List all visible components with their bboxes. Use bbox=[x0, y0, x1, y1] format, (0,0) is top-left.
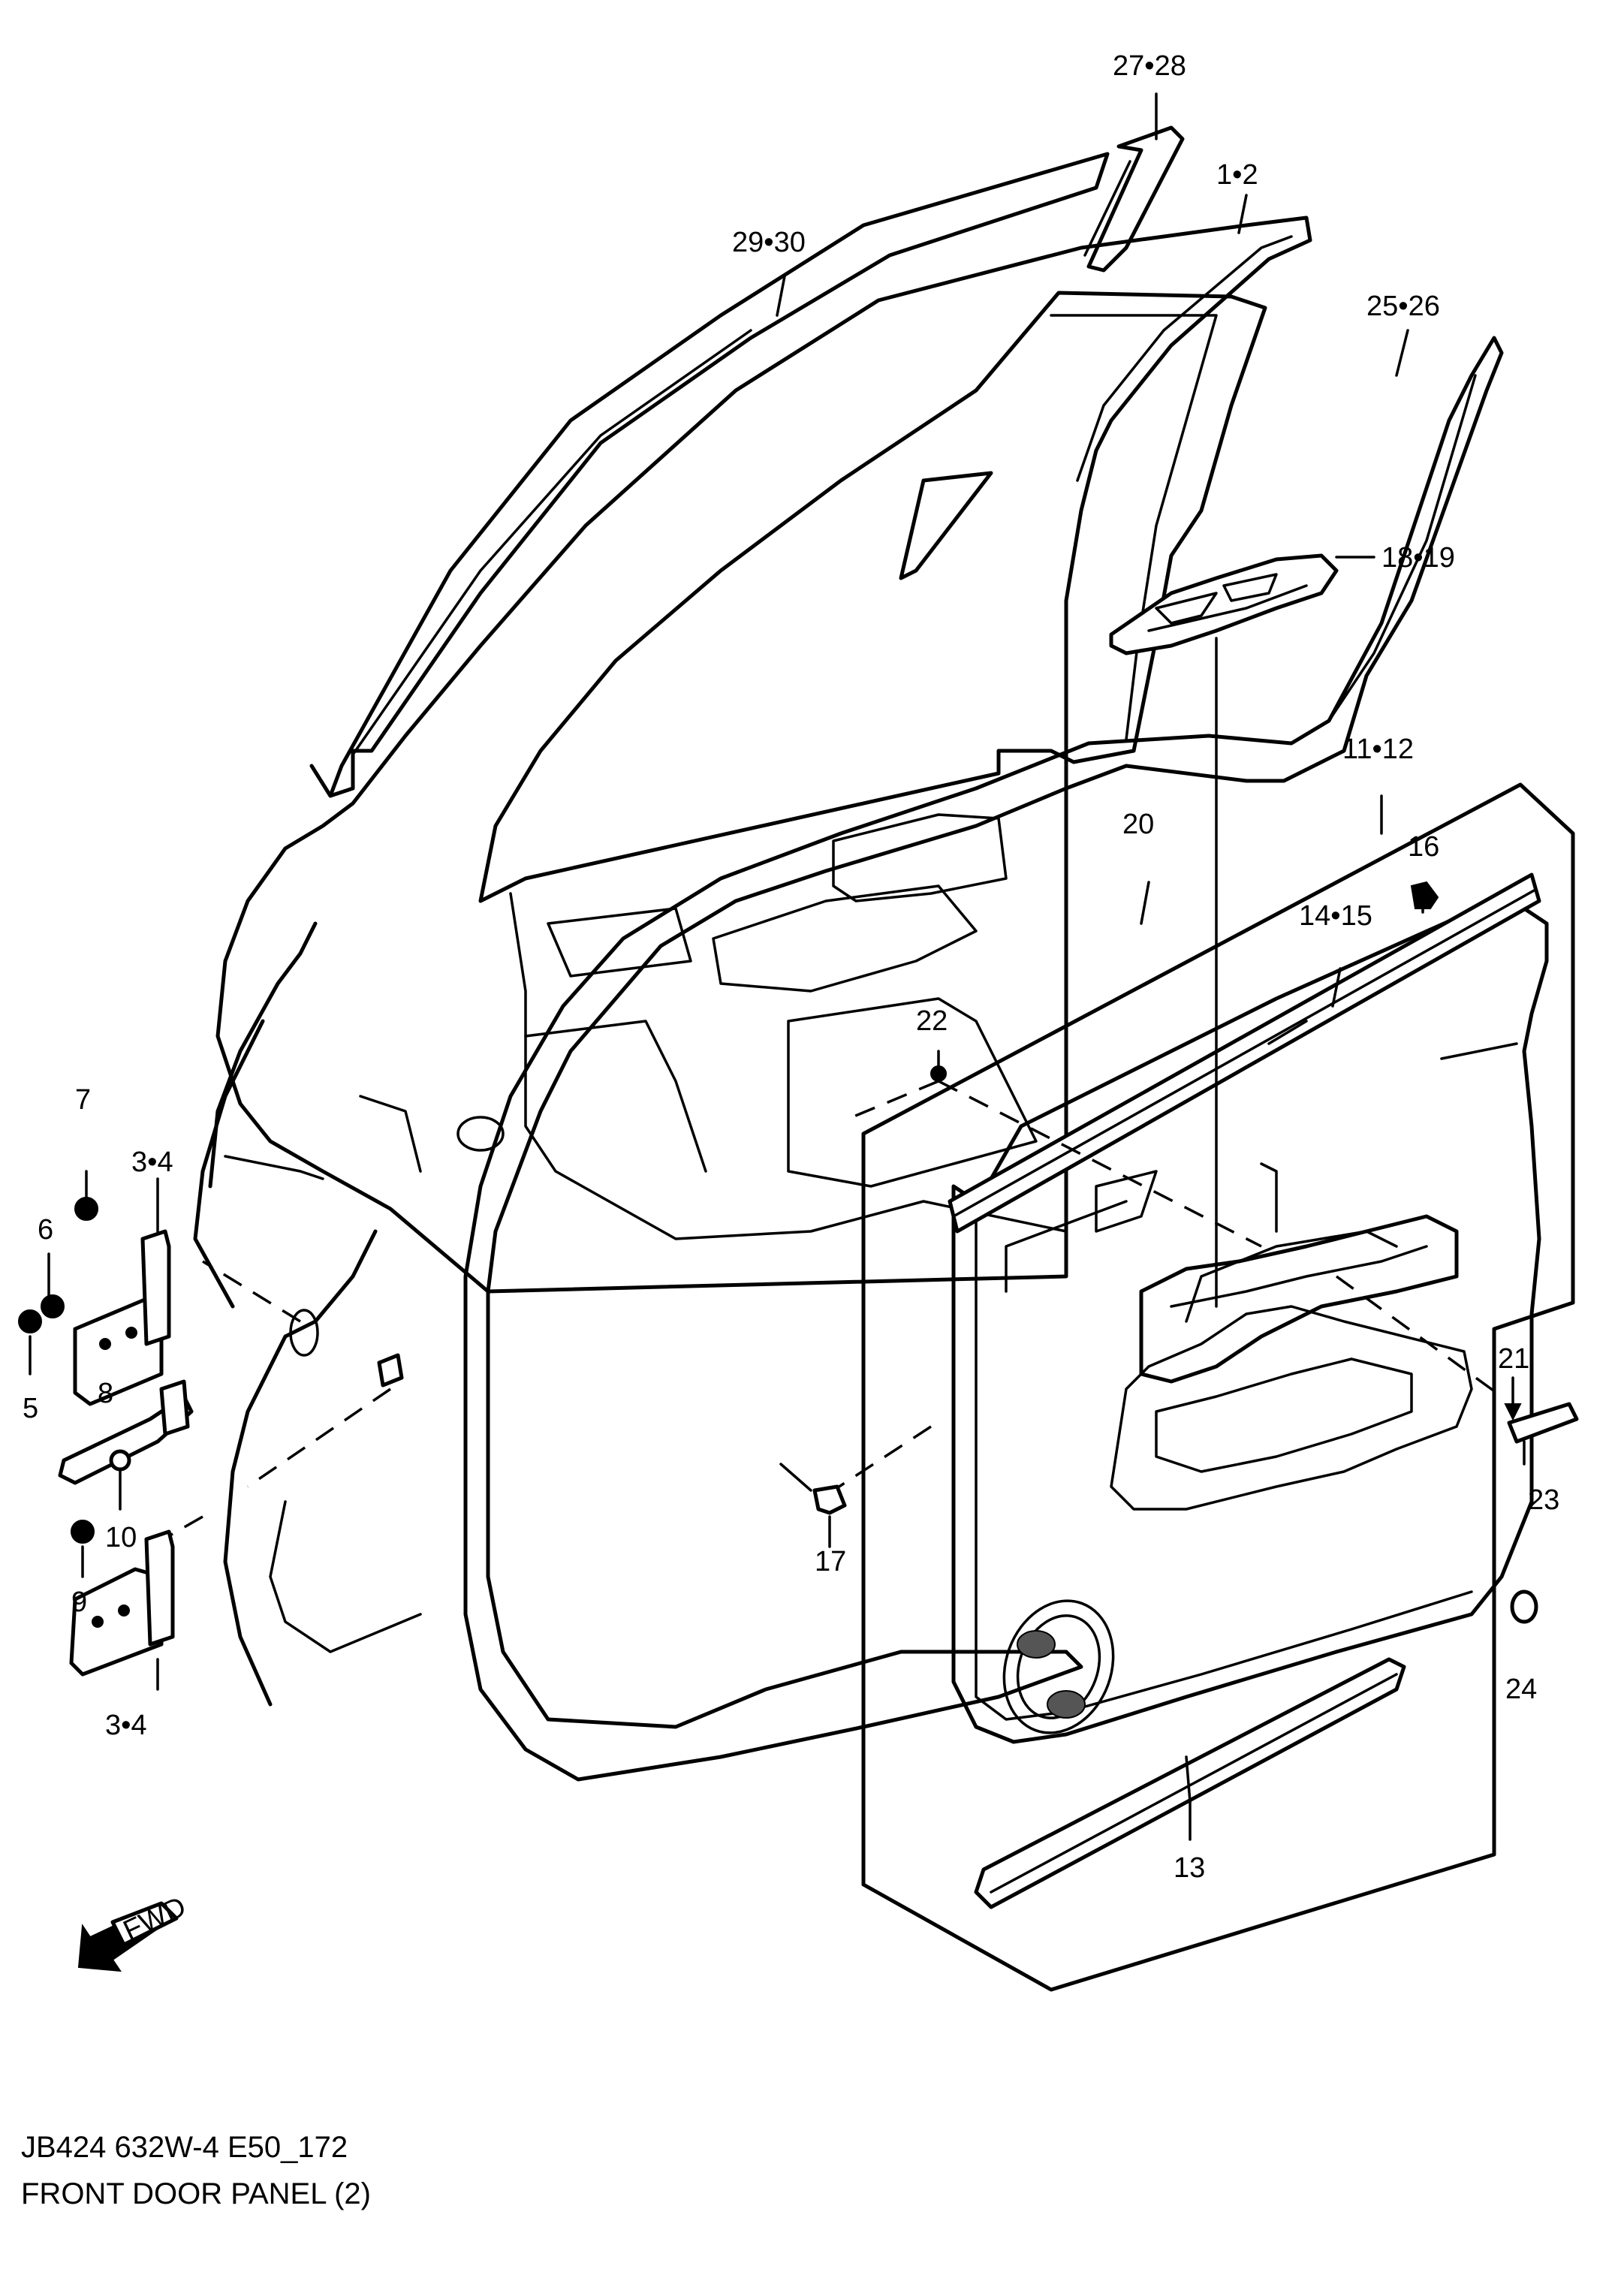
diagram-code: JB424 632W-4 E50_172 bbox=[21, 2131, 348, 2164]
hinge-bolts bbox=[17, 1170, 159, 1691]
callout-3-4-top: 3•4 bbox=[131, 1146, 173, 1178]
callout-7: 7 bbox=[75, 1084, 91, 1116]
callout-16: 16 bbox=[1408, 831, 1439, 863]
callout-labels: 27•28 1•2 29•30 25•26 18•19 11•12 20 16 … bbox=[23, 50, 1559, 1884]
door-opening-weatherstrip bbox=[463, 336, 1504, 1782]
callout-13: 13 bbox=[1174, 1852, 1205, 1884]
lower-hinge bbox=[69, 1529, 175, 1677]
callout-21: 21 bbox=[1498, 1343, 1529, 1375]
callout-27-28: 27•28 bbox=[1113, 50, 1186, 82]
screw-22 bbox=[930, 1065, 947, 1082]
power-window-switch bbox=[1109, 553, 1339, 655]
callout-8: 8 bbox=[98, 1378, 113, 1409]
trim-clip-16 bbox=[1410, 881, 1439, 909]
trim-clip-17 bbox=[779, 1463, 847, 1515]
callout-20: 20 bbox=[1122, 809, 1154, 840]
door-front-edge bbox=[193, 921, 422, 1707]
callout-10: 10 bbox=[105, 1522, 137, 1553]
lower-molding bbox=[974, 1657, 1406, 1909]
callout-14-15: 14•15 bbox=[1299, 900, 1372, 932]
fwd-label: FWD bbox=[119, 1891, 191, 1948]
front-door-shell bbox=[215, 215, 1312, 1294]
armrest-pocket bbox=[1139, 1162, 1459, 1384]
door-glass-run-strip bbox=[309, 152, 1110, 798]
door-trim-board bbox=[951, 899, 1549, 1744]
callout-23: 23 bbox=[1528, 1484, 1559, 1516]
upper-hinge bbox=[73, 1229, 171, 1406]
clip-21 bbox=[1504, 1403, 1522, 1421]
callout-24: 24 bbox=[1505, 1674, 1537, 1705]
callout-6: 6 bbox=[38, 1214, 53, 1246]
callout-3-4-bottom: 3•4 bbox=[105, 1710, 147, 1741]
assembly-dashed-lines bbox=[149, 1080, 1503, 1548]
callout-11-12: 11•12 bbox=[1342, 734, 1414, 765]
callout-29-30: 29•30 bbox=[732, 227, 806, 258]
callout-18-19: 18•19 bbox=[1381, 542, 1455, 574]
callout-9: 9 bbox=[71, 1586, 87, 1618]
callout-5: 5 bbox=[23, 1393, 38, 1424]
callout-1-2: 1•2 bbox=[1216, 159, 1258, 191]
plug-24 bbox=[1510, 1589, 1538, 1624]
belt-weatherstrip bbox=[948, 872, 1541, 1234]
forward-direction-arrow: FWD bbox=[77, 1891, 191, 1972]
callout-22: 22 bbox=[916, 1005, 948, 1037]
callout-25-26: 25•26 bbox=[1366, 291, 1440, 322]
door-check-link bbox=[58, 1379, 194, 1485]
diagram-title: FRONT DOOR PANEL (2) bbox=[21, 2177, 371, 2210]
sash-strip bbox=[1083, 125, 1185, 273]
callout-17: 17 bbox=[815, 1546, 846, 1577]
cap-23 bbox=[1507, 1402, 1579, 1444]
door-trim-board-box bbox=[861, 782, 1575, 1992]
leader-lines bbox=[776, 92, 1526, 1841]
